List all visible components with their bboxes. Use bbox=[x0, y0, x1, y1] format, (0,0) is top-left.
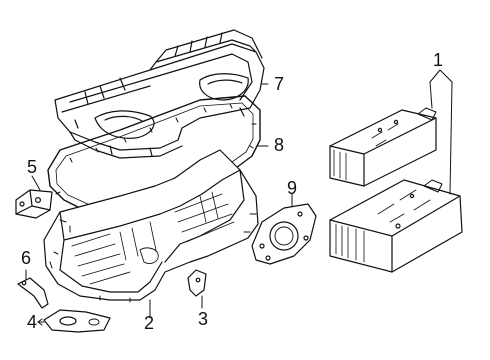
callout-6: 6 bbox=[20, 248, 31, 268]
mounting-plate-icon bbox=[37, 309, 111, 333]
battery-tray-icon bbox=[43, 149, 259, 319]
battery-cover-icon bbox=[54, 29, 265, 159]
callout-3: 3 bbox=[197, 309, 208, 329]
battery-module-icon bbox=[329, 69, 463, 273]
callout-1: 1 bbox=[432, 50, 443, 70]
callout-8: 8 bbox=[273, 135, 284, 155]
leader-lines bbox=[257, 83, 269, 147]
callout-4: 4 bbox=[26, 312, 37, 332]
callout-9: 9 bbox=[286, 178, 297, 198]
callout-2: 2 bbox=[143, 313, 154, 333]
support-bracket-icon bbox=[17, 269, 49, 309]
connector-block-icon bbox=[15, 175, 53, 219]
callout-7: 7 bbox=[273, 74, 284, 94]
mount-bracket-icon bbox=[187, 269, 207, 309]
service-plate-icon bbox=[251, 193, 317, 265]
callout-5: 5 bbox=[26, 157, 37, 177]
